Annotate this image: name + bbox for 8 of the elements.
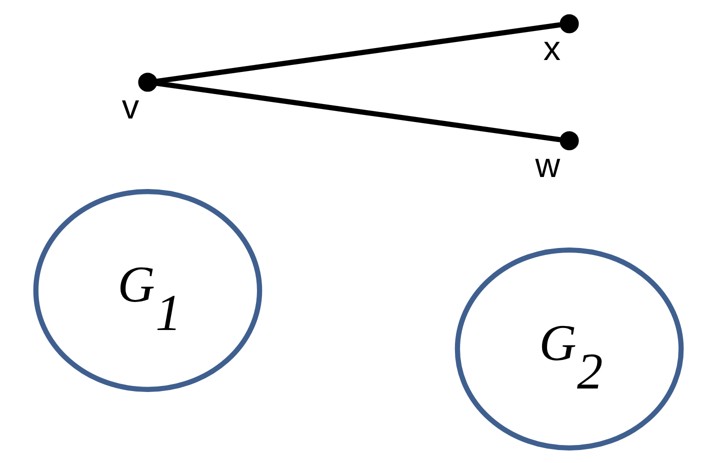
- connector: [156, 80, 560, 142]
- node-label: v: [122, 88, 140, 126]
- node-circle: [560, 131, 579, 150]
- node-circle: [138, 72, 158, 92]
- node-label: x: [543, 30, 561, 68]
- node-label: w: [535, 146, 560, 185]
- connector: [156, 22, 560, 84]
- node-circle: [560, 14, 579, 34]
